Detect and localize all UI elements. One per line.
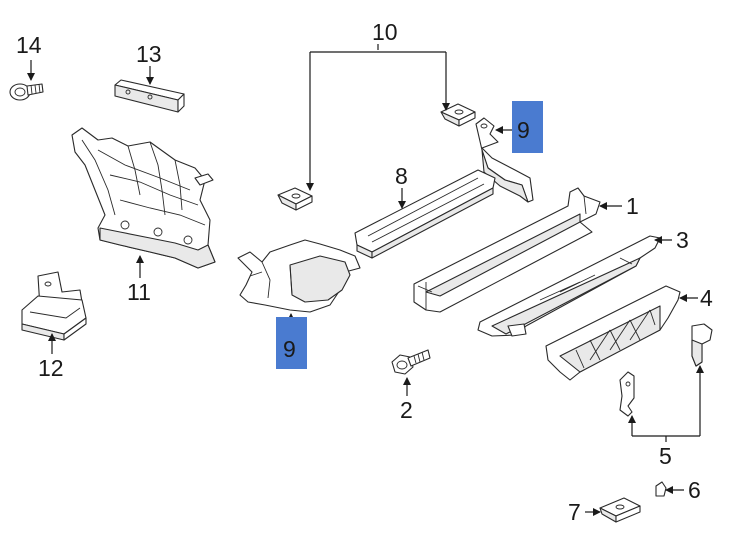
callout-11: 11 xyxy=(127,279,151,305)
part-14-bolt[interactable] xyxy=(9,83,44,101)
callout-4: 4 xyxy=(700,285,713,311)
part-9-bracket-left[interactable] xyxy=(237,239,361,313)
part-12-mount-block[interactable] xyxy=(21,271,87,341)
part-2-bolt[interactable] xyxy=(391,349,431,375)
leader-lines xyxy=(27,44,704,516)
callout-8: 8 xyxy=(395,163,408,189)
callout-14: 14 xyxy=(16,32,42,58)
part-1-beam[interactable] xyxy=(413,187,601,313)
callout-5: 5 xyxy=(659,443,672,469)
callout-6: 6 xyxy=(688,477,701,503)
highlight-box-9-right xyxy=(512,101,543,153)
callout-7: 7 xyxy=(568,499,581,525)
part-3-beam[interactable] xyxy=(477,235,661,337)
part-5-bracket-a[interactable] xyxy=(619,371,635,417)
callout-3: 3 xyxy=(676,227,689,253)
callout-10: 10 xyxy=(372,19,398,45)
part-4-lattice-bracket[interactable] xyxy=(545,285,681,381)
callout-9-left: 9 xyxy=(283,336,296,362)
callout-2: 2 xyxy=(400,397,413,423)
callout-1: 1 xyxy=(626,193,639,219)
part-5-bracket-b[interactable] xyxy=(691,323,713,367)
part-7-clip[interactable] xyxy=(599,497,641,523)
callout-9-right: 9 xyxy=(517,117,530,143)
part-13-bracket[interactable] xyxy=(114,79,185,113)
callout-12: 12 xyxy=(38,355,64,381)
highlight-box-9-left xyxy=(276,317,307,369)
callout-13: 13 xyxy=(136,41,162,67)
part-10-clip-left[interactable] xyxy=(277,187,313,211)
part-8-plate[interactable] xyxy=(354,169,496,259)
part-6-nut[interactable] xyxy=(655,481,667,497)
part-11-side-bracket[interactable] xyxy=(71,127,216,269)
